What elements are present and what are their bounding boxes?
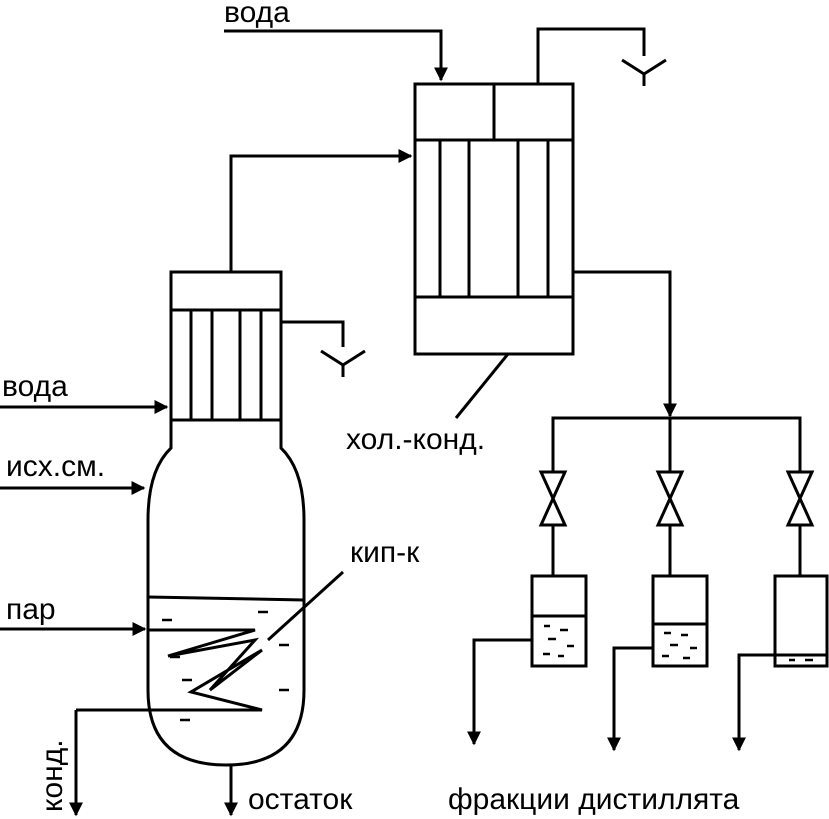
receiver-liquid-marks <box>543 624 813 662</box>
feed-label: исх.см. <box>6 450 106 483</box>
drain-funnel-icon <box>320 349 366 377</box>
cooler-condenser <box>413 82 575 356</box>
steam-label: пар <box>6 593 56 626</box>
fraction-out-1 <box>467 638 532 746</box>
reboiler-coil <box>76 628 263 712</box>
reboiler-label: кип-к <box>350 536 420 569</box>
water-out-column <box>281 320 345 347</box>
fraction-out-2 <box>607 646 653 752</box>
piping <box>0 27 802 817</box>
vapor-line <box>229 149 413 272</box>
fractions-label: фракции дистиллята <box>448 783 740 816</box>
still-vessel <box>146 270 306 767</box>
distillate-line <box>573 270 677 418</box>
water-out-top <box>536 27 646 84</box>
reboiler-leader <box>266 570 345 642</box>
condenser-leader <box>454 353 510 419</box>
condensate-label: конд. <box>36 739 69 812</box>
water-inlet-left-label: вода <box>2 370 68 403</box>
fraction-out-3 <box>732 653 775 752</box>
dephlegmator-body <box>169 308 283 422</box>
water-inlet-top-label: вода <box>224 0 290 29</box>
liquid-marks <box>162 610 289 722</box>
drain-funnel-icon <box>621 58 667 86</box>
water-in-top <box>224 29 448 82</box>
residue-label: остаток <box>248 783 353 816</box>
column-top-head <box>169 270 283 312</box>
valve-icon <box>785 470 815 527</box>
distribution-header <box>551 416 802 472</box>
valve-icon <box>538 470 568 527</box>
vessel-shell <box>146 420 306 767</box>
receivers <box>530 574 829 668</box>
liquid-level <box>147 595 305 602</box>
cooler-condenser-label: хол.-конд. <box>346 423 486 456</box>
valve-icon <box>655 470 685 527</box>
